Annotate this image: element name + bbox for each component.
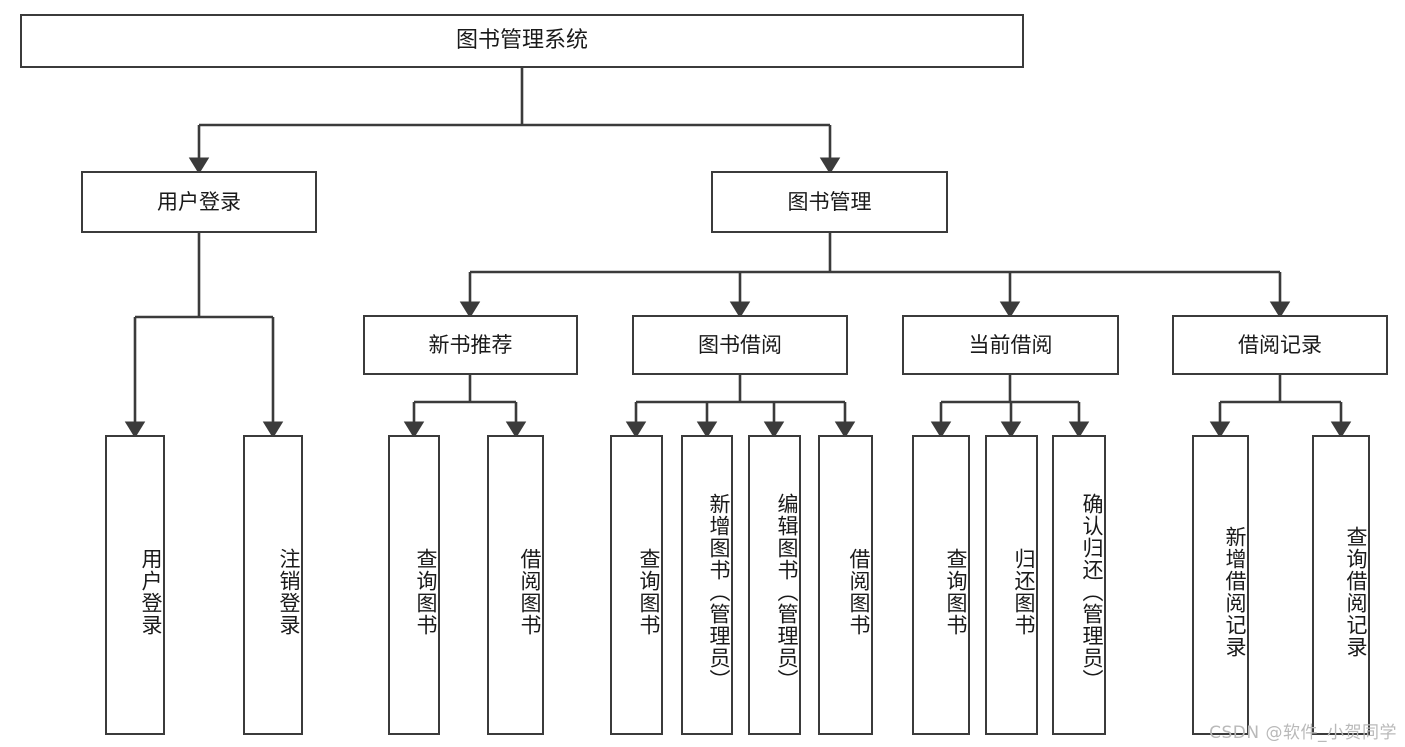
node-book-borrow[interactable]: 图书借阅 bbox=[632, 315, 848, 375]
node-user-login[interactable]: 用户登录 bbox=[81, 171, 317, 233]
node-label: 查询图书 bbox=[637, 548, 661, 636]
leaf-borrow-book[interactable]: 借阅图书 bbox=[818, 435, 873, 735]
node-label: 图书借阅 bbox=[698, 332, 782, 357]
leaf-query-book-current[interactable]: 查询图书 bbox=[912, 435, 970, 735]
leaf-confirm-return-admin[interactable]: 确认归还（管理员） bbox=[1052, 435, 1106, 735]
node-label: 新书推荐 bbox=[428, 332, 513, 357]
node-label: 借阅图书 bbox=[847, 548, 871, 636]
leaf-user-login[interactable]: 用户登录 bbox=[105, 435, 165, 735]
node-label: 新增图书（管理员） bbox=[707, 493, 731, 691]
node-label: 查询借阅记录 bbox=[1344, 526, 1368, 658]
node-label: 借阅图书 bbox=[518, 548, 542, 636]
node-label: 用户登录 bbox=[139, 548, 163, 636]
node-borrow-record[interactable]: 借阅记录 bbox=[1172, 315, 1388, 375]
csdn-watermark: CSDN @软件_小贺同学 bbox=[1209, 723, 1397, 743]
node-label: 借阅记录 bbox=[1238, 332, 1322, 357]
leaf-return-book[interactable]: 归还图书 bbox=[985, 435, 1038, 735]
node-label: 图书管理系统 bbox=[455, 28, 588, 54]
node-label: 查询图书 bbox=[944, 548, 968, 636]
leaf-borrow-book-recommend[interactable]: 借阅图书 bbox=[487, 435, 544, 735]
node-label: 编辑图书（管理员） bbox=[775, 493, 799, 691]
leaf-add-borrow-record[interactable]: 新增借阅记录 bbox=[1192, 435, 1249, 735]
node-label: 新增借阅记录 bbox=[1223, 526, 1247, 658]
node-root[interactable]: 图书管理系统 bbox=[20, 14, 1024, 68]
leaf-query-borrow-record[interactable]: 查询借阅记录 bbox=[1312, 435, 1370, 735]
node-label: 查询图书 bbox=[414, 548, 438, 636]
node-label: 用户登录 bbox=[157, 189, 241, 214]
node-label: 注销登录 bbox=[277, 548, 301, 636]
node-label: 图书管理 bbox=[787, 189, 872, 214]
leaf-query-book-recommend[interactable]: 查询图书 bbox=[388, 435, 440, 735]
leaf-logout[interactable]: 注销登录 bbox=[243, 435, 303, 735]
node-book-management[interactable]: 图书管理 bbox=[711, 171, 948, 233]
node-label: 归还图书 bbox=[1012, 548, 1036, 636]
leaf-query-book-borrow[interactable]: 查询图书 bbox=[610, 435, 663, 735]
leaf-add-book-admin[interactable]: 新增图书（管理员） bbox=[681, 435, 733, 735]
leaf-edit-book-admin[interactable]: 编辑图书（管理员） bbox=[748, 435, 801, 735]
node-current-borrow[interactable]: 当前借阅 bbox=[902, 315, 1119, 375]
node-label: 当前借阅 bbox=[968, 332, 1053, 357]
node-new-book-recommend[interactable]: 新书推荐 bbox=[363, 315, 578, 375]
node-label: 确认归还（管理员） bbox=[1080, 493, 1104, 691]
